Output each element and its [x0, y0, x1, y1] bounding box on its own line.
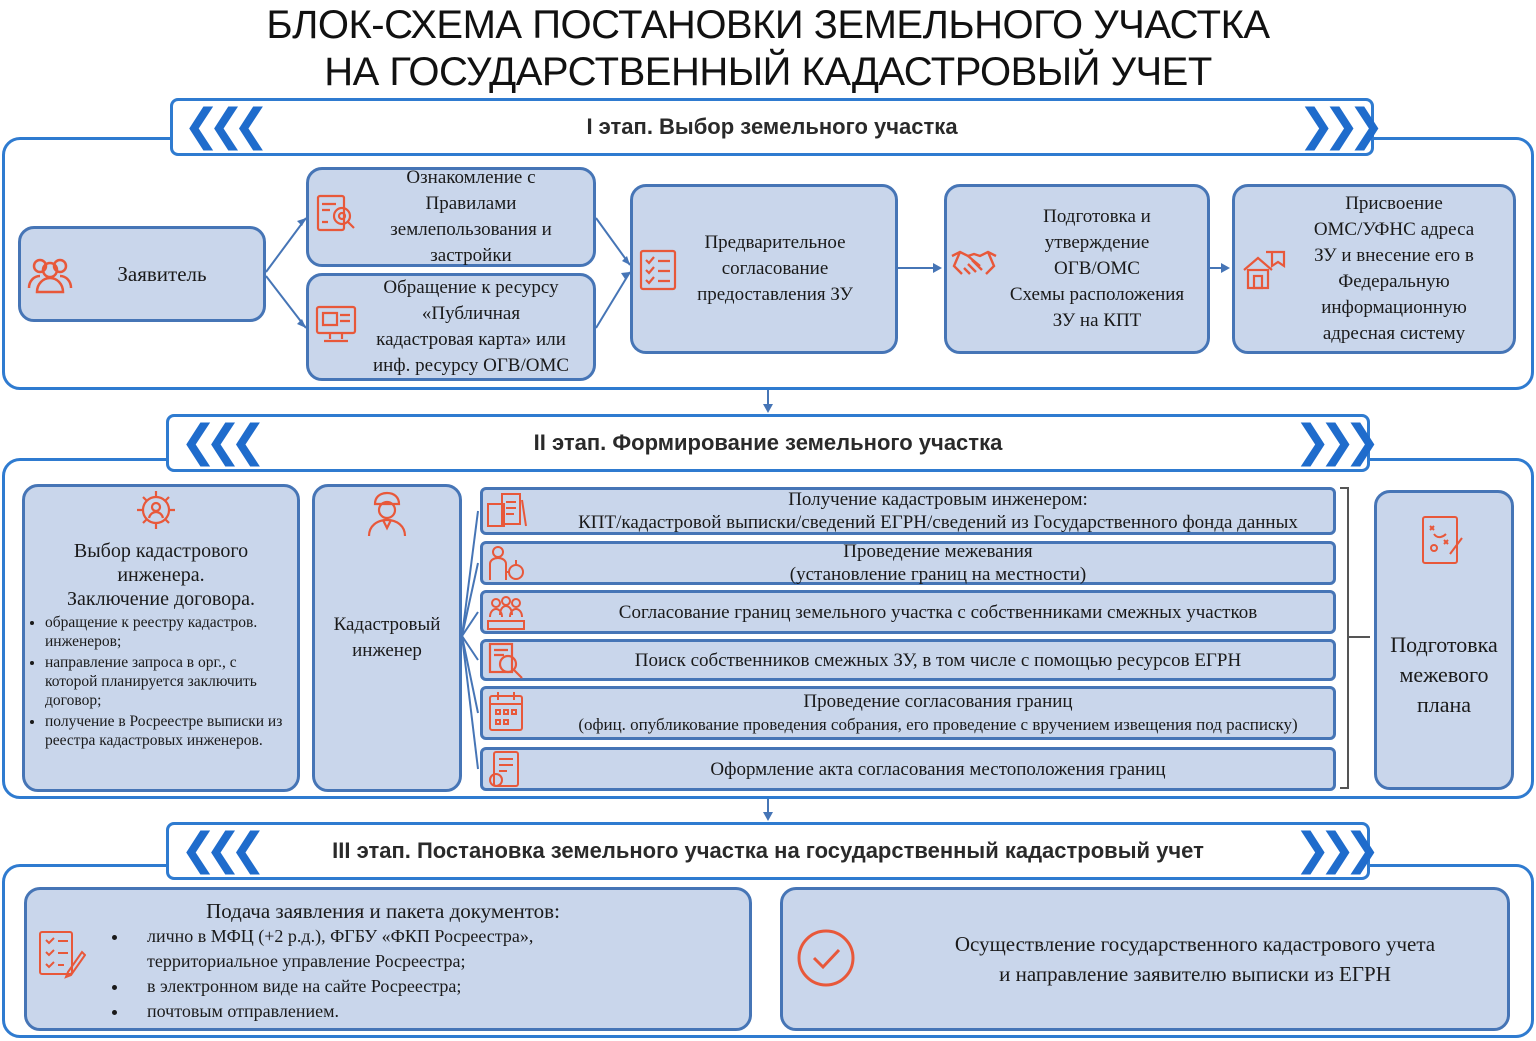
applicant-label: Заявитель [117, 262, 207, 286]
chevron-right-icon: ❯❯❯ [1294, 824, 1381, 875]
choose-engineer-list: обращение к реестру кадастров. инженеров… [33, 613, 289, 752]
list-item: в электронном виде на сайте Росреестра; [129, 974, 627, 999]
handshake-icon [950, 246, 998, 282]
stage1-label: I этап. Выбор земельного участка [586, 114, 958, 139]
step-sub: (офиц. опубликование проведения собрания… [578, 715, 1298, 734]
chevron-left-icon: ❮❮❮ [183, 100, 270, 151]
list-item: обращение к реестру кадастров. инженеров… [45, 613, 289, 651]
rules-box: Ознакомление с Правилами землепользовани… [306, 167, 596, 267]
list-item: направление запроса в орг., с которой пл… [45, 653, 289, 710]
submit-list: лично в МФЦ (+2 р.д.), ФГБУ «ФКП Росреес… [107, 924, 627, 1024]
surveyor-icon [486, 544, 526, 584]
step-title: Проведение межевания [843, 541, 1033, 562]
stage3-label: III этап. Постановка земельного участка … [332, 838, 1204, 863]
engineer-label: Кадастровый инженер [333, 614, 441, 661]
step-6: Оформление акта согласования местоположе… [480, 747, 1336, 791]
rules-label: Ознакомление с Правилами землепользовани… [390, 167, 552, 266]
plan-label: Подготовка межевого плана [1390, 632, 1498, 717]
documents-icon [486, 490, 528, 530]
prelim-box: Предварительное согласование предоставле… [630, 184, 898, 354]
list-item: получение в Росреестре выписки из реестр… [45, 712, 289, 750]
applicant-box: Заявитель [18, 226, 266, 322]
map-label: Обращение к ресурсу «Публичная кадастров… [372, 277, 570, 376]
page-title: БЛОК-СХЕМА ПОСТАНОВКИ ЗЕМЕЛЬНОГО УЧАСТКА… [0, 2, 1536, 96]
step-title: Проведение согласования границ [803, 691, 1073, 712]
document-analysis-icon [314, 192, 358, 236]
title-line-2: НА ГОСУДАРСТВЕННЫЙ КАДАСТРОВЫЙ УЧЕТ [324, 50, 1212, 94]
chevron-right-icon: ❯❯❯ [1298, 100, 1385, 151]
chevron-right-icon: ❯❯❯ [1294, 416, 1381, 467]
scheme-label: Подготовка и утверждение ОГВ/ОМС Схемы р… [1009, 206, 1185, 331]
engineer-icon [365, 490, 409, 538]
choose-engineer-title: Выбор кадастрового инженера. Заключение … [66, 540, 256, 610]
house-address-icon [1240, 246, 1288, 294]
step-sub: (установление границ на местности) [789, 564, 1087, 585]
step-sub: КПТ/кадастровой выписки/сведений ЕГРН/св… [578, 512, 1298, 533]
plan-strategy-icon [1420, 514, 1466, 568]
step-2: Проведение межевания (установление грани… [480, 541, 1336, 585]
people-icon [26, 254, 74, 294]
step-title: Получение кадастровым инженером: [788, 489, 1088, 510]
result-label: Осуществление государственного кадастров… [954, 932, 1436, 986]
scheme-box: Подготовка и утверждение ОГВ/ОМС Схемы р… [944, 184, 1210, 354]
stage1-banner: I этап. Выбор земельного участка [170, 98, 1374, 156]
stage2-label: II этап. Формирование земельного участка [533, 430, 1003, 455]
meeting-icon [486, 593, 526, 633]
list-item: почтовым отправлением. [129, 999, 627, 1024]
step-title: Оформление акта согласования местоположе… [710, 758, 1166, 780]
calendar-icon [486, 690, 526, 734]
step-5: Проведение согласования границ (офиц. оп… [480, 686, 1336, 740]
plan-box: Подготовка межевого плана [1374, 490, 1514, 790]
result-box: Осуществление государственного кадастров… [780, 887, 1510, 1031]
address-label: Присвоение ОМС/УФНС адреса ЗУ и внесение… [1313, 193, 1475, 344]
checklist-icon [638, 248, 678, 292]
step-title: Согласование границ земельного участка с… [618, 601, 1258, 623]
list-item: лично в МФЦ (+2 р.д.), ФГБУ «ФКП Росреес… [129, 924, 627, 974]
address-box: Присвоение ОМС/УФНС адреса ЗУ и внесение… [1232, 184, 1516, 354]
step-1: Получение кадастровым инженером: КПТ/кад… [480, 487, 1336, 535]
submit-box: Подача заявления и пакета документов: ли… [24, 887, 752, 1031]
search-icon [486, 642, 526, 680]
gear-people-icon [134, 488, 178, 532]
check-circle-icon [796, 928, 856, 988]
prelim-label: Предварительное согласование предоставле… [697, 232, 853, 305]
engineer-box: Кадастровый инженер [312, 484, 462, 792]
submit-title: Подача заявления и пакета документов: [206, 899, 560, 923]
computer-map-icon [314, 303, 358, 347]
choose-engineer-box: Выбор кадастрового инженера. Заключение … [22, 484, 300, 792]
stage3-banner: III этап. Постановка земельного участка … [166, 822, 1370, 880]
chevron-left-icon: ❮❮❮ [180, 416, 267, 467]
stage2-banner: II этап. Формирование земельного участка [166, 414, 1370, 472]
application-form-icon [36, 928, 86, 980]
chevron-left-icon: ❮❮❮ [180, 824, 267, 875]
act-document-icon [486, 750, 526, 790]
title-line-1: БЛОК-СХЕМА ПОСТАНОВКИ ЗЕМЕЛЬНОГО УЧАСТКА [266, 3, 1270, 47]
step-4: Поиск собственников смежных ЗУ, в том чи… [480, 639, 1336, 681]
step-3: Согласование границ земельного участка с… [480, 590, 1336, 634]
step-title: Поиск собственников смежных ЗУ, в том чи… [634, 649, 1242, 671]
